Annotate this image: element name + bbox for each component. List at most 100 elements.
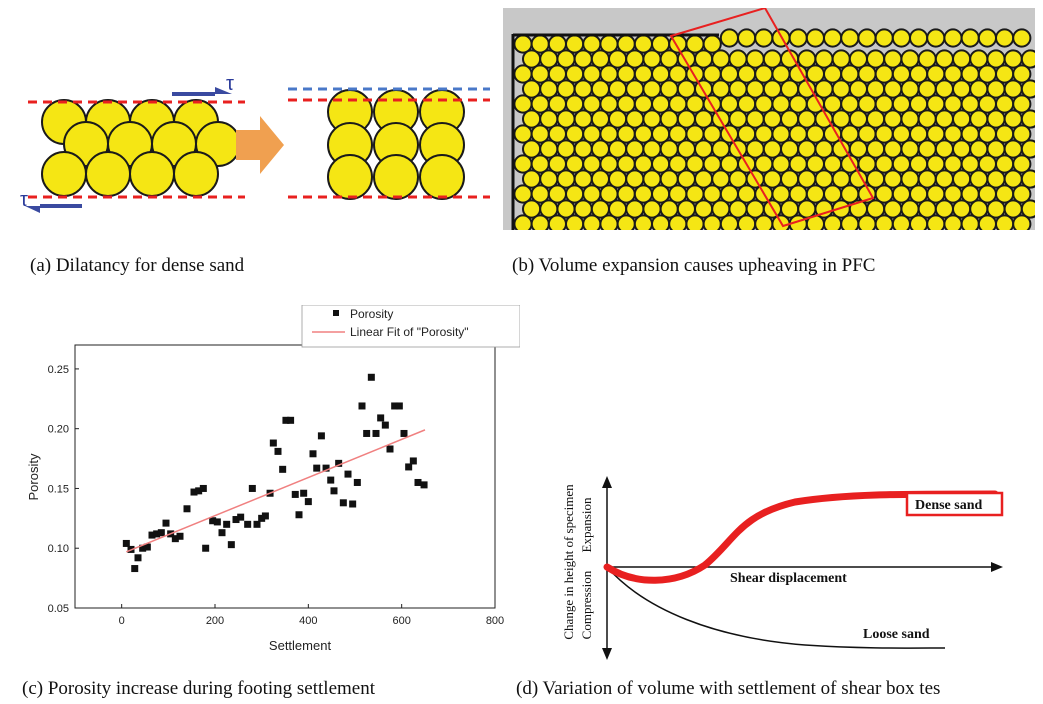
- pfc-particle: [685, 214, 705, 230]
- pfc-particle: [1012, 94, 1032, 114]
- pfc-particle: [995, 28, 1015, 48]
- data-point: [367, 373, 375, 381]
- legend-marker-porosity: [333, 310, 339, 316]
- caption-b: (b) Volume expansion causes upheaving in…: [512, 255, 876, 276]
- x-axis-label: Settlement: [269, 638, 332, 653]
- data-point: [335, 459, 343, 467]
- pfc-particle: [1020, 139, 1035, 159]
- pfc-particle: [530, 214, 550, 230]
- data-point: [232, 516, 240, 524]
- data-point: [195, 487, 203, 495]
- pfc-particle: [909, 214, 929, 230]
- pfc-particle: [857, 214, 877, 230]
- data-point: [279, 465, 287, 473]
- pfc-particle: [633, 214, 653, 230]
- data-point: [237, 513, 245, 521]
- pfc-particle: [960, 28, 980, 48]
- dense-sand-label: Dense sand: [915, 498, 983, 513]
- data-point: [405, 463, 413, 471]
- data-point: [377, 414, 385, 422]
- transition-arrow-icon: [236, 116, 284, 174]
- sand-grain: [173, 151, 219, 197]
- data-point: [282, 416, 290, 424]
- caption-c: (c) Porosity increase during footing set…: [22, 678, 375, 699]
- pfc-particle: [1012, 214, 1032, 230]
- data-point: [162, 519, 170, 527]
- data-point: [223, 520, 231, 528]
- pfc-particle: [1012, 154, 1032, 174]
- pfc-particle: [651, 214, 671, 230]
- data-point: [395, 402, 403, 410]
- pfc-particle: [960, 214, 980, 230]
- pfc-particle: [891, 28, 911, 48]
- data-point: [190, 488, 198, 496]
- pfc-particle: [909, 28, 929, 48]
- sand-grain: [41, 151, 87, 197]
- caption-a: (a) Dilatancy for dense sand: [30, 255, 245, 276]
- data-point: [313, 464, 321, 472]
- data-point: [327, 476, 335, 484]
- data-point: [349, 500, 357, 508]
- pfc-particle: [874, 28, 894, 48]
- pfc-particle: [840, 28, 860, 48]
- dilated-grain-packing: [327, 89, 465, 200]
- data-point: [322, 464, 330, 472]
- pfc-simulation-image: [503, 8, 1035, 230]
- data-point: [171, 535, 179, 543]
- x-axis-arrow-icon: [991, 562, 1003, 572]
- data-point: [291, 490, 299, 498]
- sand-grain: [373, 154, 419, 200]
- data-point: [183, 505, 191, 513]
- linear-fit-line: [126, 429, 426, 553]
- pfc-particle: [719, 214, 739, 230]
- pfc-particle: [737, 28, 757, 48]
- y-label-compression: Compression: [579, 570, 594, 639]
- data-point: [344, 470, 352, 478]
- data-point: [339, 499, 347, 507]
- y-axis-up-arrow-icon: [602, 476, 612, 488]
- plot-frame: [74, 344, 496, 609]
- y-axis-down-arrow-icon: [602, 648, 612, 660]
- data-point: [218, 529, 226, 537]
- data-point: [381, 421, 389, 429]
- pfc-particle: [977, 214, 997, 230]
- legend-label-fit: Linear Fit of "Porosity": [350, 325, 469, 339]
- caption-d: (d) Variation of volume with settlement …: [516, 678, 941, 699]
- pfc-particle: [805, 28, 825, 48]
- pfc-particle: [1012, 124, 1032, 144]
- sand-grain: [129, 151, 175, 197]
- pfc-particle: [857, 28, 877, 48]
- pfc-particle: [668, 214, 688, 230]
- pfc-particle: [788, 28, 808, 48]
- pfc-particle: [1020, 79, 1035, 99]
- data-point: [199, 484, 207, 492]
- pfc-particle: [943, 28, 963, 48]
- data-point: [330, 487, 338, 495]
- pfc-particle: [823, 214, 843, 230]
- data-point: [420, 481, 428, 489]
- pfc-particle: [926, 28, 946, 48]
- pfc-particle: [565, 214, 585, 230]
- data-point: [414, 478, 422, 486]
- y-label-expansion: Expansion: [579, 497, 594, 552]
- pfc-particle: [840, 214, 860, 230]
- pfc-particle: [754, 28, 774, 48]
- bottom-shear-arrow: [25, 204, 82, 213]
- pfc-particle: [1020, 199, 1035, 219]
- x-tick-label: 200: [206, 615, 224, 627]
- pfc-particle: [719, 28, 739, 48]
- pfc-particle: [1012, 28, 1032, 48]
- pfc-particle: [737, 214, 757, 230]
- data-point: [213, 518, 221, 526]
- data-point: [253, 520, 261, 528]
- pfc-particle: [599, 214, 619, 230]
- pfc-particle-assembly: [513, 28, 1035, 230]
- data-point: [131, 565, 139, 573]
- y-axis-label: Porosity: [26, 453, 41, 500]
- dilatancy-diagram: τ τ: [20, 73, 490, 213]
- pfc-particle: [1020, 109, 1035, 129]
- data-point: [353, 478, 361, 486]
- data-point: [358, 402, 366, 410]
- legend: Porosity Linear Fit of "Porosity": [301, 305, 520, 348]
